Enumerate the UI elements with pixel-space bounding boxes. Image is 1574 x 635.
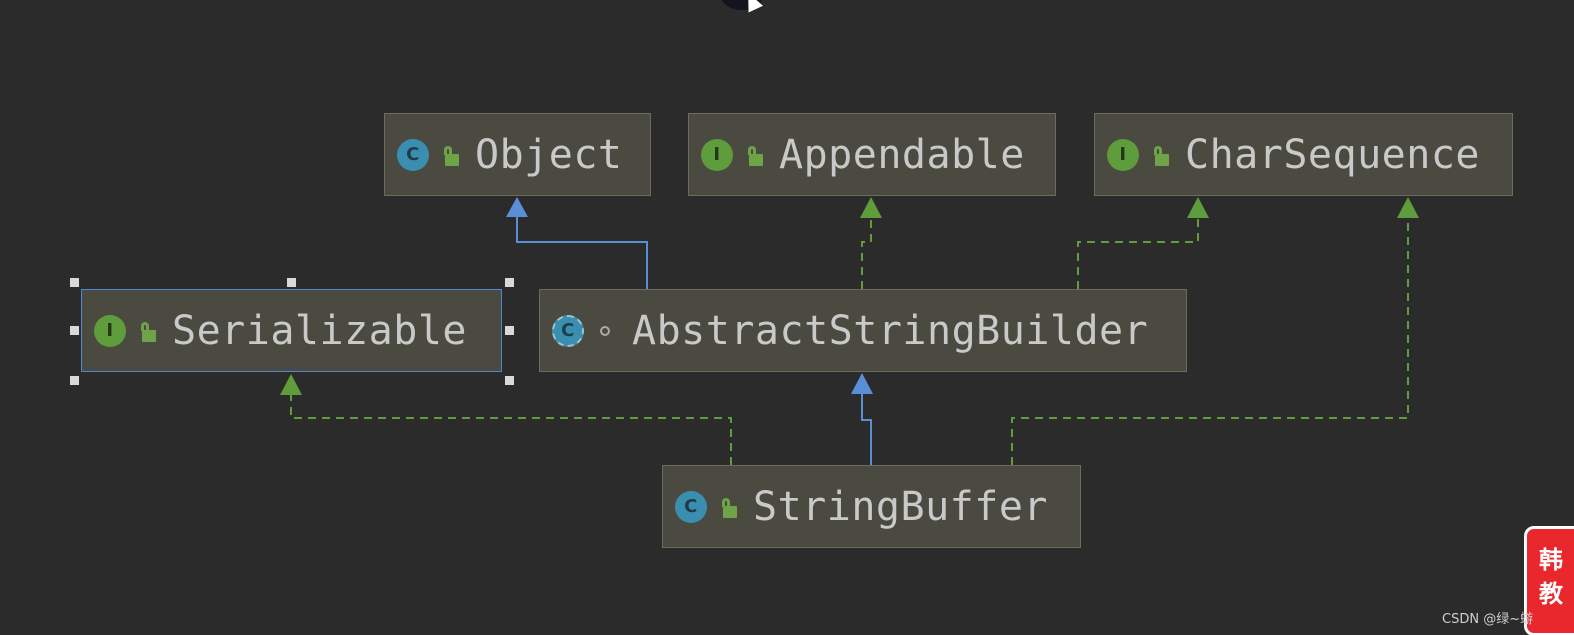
arrowhead-object — [506, 197, 528, 217]
interface-icon: I — [1107, 138, 1139, 171]
public-lock-icon — [1149, 144, 1171, 166]
arrowhead-charsequence-2 — [1397, 197, 1419, 218]
node-object[interactable]: C Object — [384, 113, 651, 196]
public-lock-icon — [439, 144, 461, 166]
arrowhead-asb — [851, 373, 873, 394]
arrowhead-serializable — [280, 374, 302, 395]
public-lock-icon — [717, 496, 739, 518]
arrowhead-appendable — [860, 197, 882, 218]
node-abstractstringbuilder[interactable]: C AbstractStringBuilder — [539, 289, 1187, 372]
edge-asb-implements-appendable — [861, 217, 872, 289]
node-appendable-label: Appendable — [779, 131, 1025, 178]
edge-asb-extends-object — [516, 215, 648, 289]
edge-asb-implements-charsequence — [1077, 217, 1199, 289]
selection-handle-se[interactable] — [505, 376, 514, 385]
node-serializable[interactable]: I Serializable — [81, 289, 502, 372]
node-charsequence[interactable]: I CharSequence — [1094, 113, 1513, 196]
edge-stringbuffer-implements-serializable — [290, 395, 732, 465]
watermark-logo-badge: 韩 教 — [1524, 526, 1574, 635]
node-appendable[interactable]: I Appendable — [688, 113, 1056, 196]
node-abstractstringbuilder-label: AbstractStringBuilder — [632, 307, 1149, 354]
package-private-dot-icon — [600, 325, 610, 336]
node-charsequence-label: CharSequence — [1185, 131, 1480, 178]
node-serializable-label: Serializable — [172, 307, 467, 354]
selection-handle-w[interactable] — [70, 326, 79, 335]
arrowhead-charsequence-1 — [1187, 197, 1209, 218]
csdn-credit: CSDN @绿~蝣 — [1442, 612, 1534, 627]
edge-stringbuffer-implements-charsequence — [1011, 217, 1409, 465]
selection-handle-n[interactable] — [287, 278, 296, 287]
selection-handle-sw[interactable] — [70, 376, 79, 385]
public-lock-icon — [743, 144, 765, 166]
public-lock-icon — [136, 320, 158, 342]
interface-icon: I — [701, 138, 733, 171]
interface-icon: I — [94, 314, 126, 347]
final-class-icon: C — [675, 490, 707, 523]
abstract-class-icon: C — [552, 314, 584, 347]
watermark-badge-text: 韩 教 — [1539, 546, 1563, 608]
selection-handle-nw[interactable] — [70, 278, 79, 287]
node-object-label: Object — [475, 131, 623, 178]
selection-handle-ne[interactable] — [505, 278, 514, 287]
node-stringbuffer-label: StringBuffer — [753, 483, 1048, 530]
edge-stringbuffer-extends-asb — [861, 393, 872, 465]
selection-handle-e[interactable] — [505, 326, 514, 335]
node-stringbuffer[interactable]: C StringBuffer — [662, 465, 1081, 548]
window-edge-blob — [722, 0, 762, 10]
class-icon: C — [397, 138, 429, 171]
